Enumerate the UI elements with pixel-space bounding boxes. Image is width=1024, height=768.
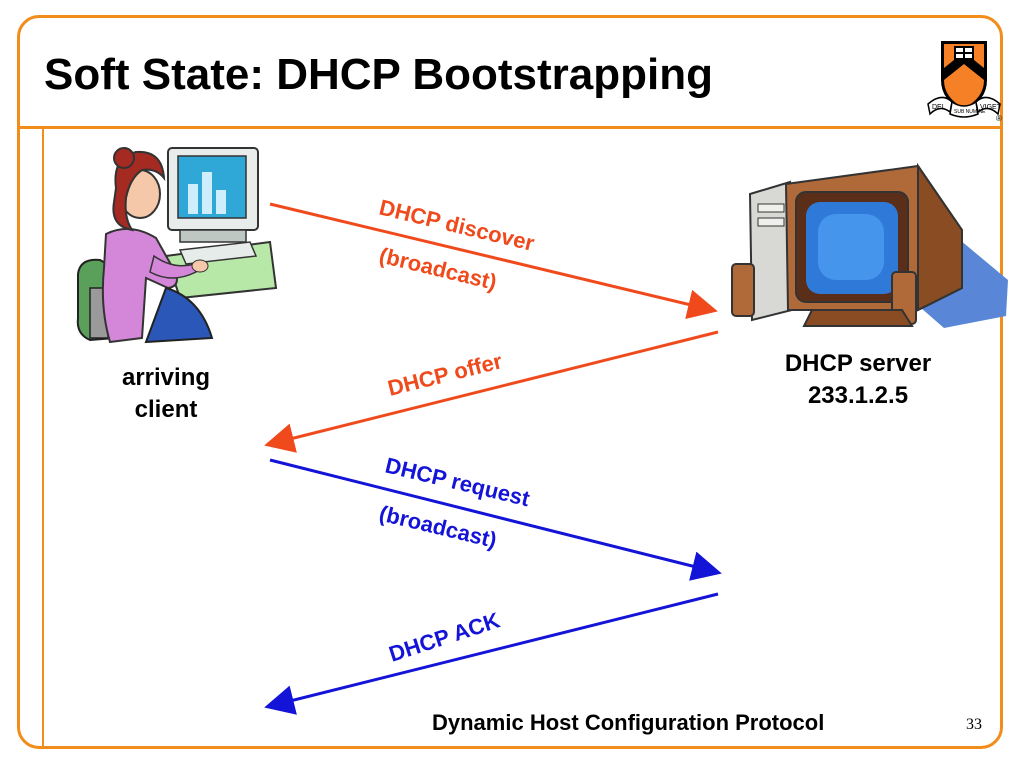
- ack-arrow: [264, 592, 719, 715]
- server-label-line1: DHCP server: [784, 350, 932, 377]
- slide-footer: Dynamic Host Configuration Protocol: [432, 710, 825, 735]
- offer-arrow: [264, 330, 719, 453]
- client-label: arriving client: [104, 362, 228, 426]
- logo-motto-right: VIGET: [980, 104, 1002, 111]
- desktop-computer-icon: [731, 162, 1008, 328]
- discover-arrow: [269, 202, 718, 319]
- request-arrow: [269, 458, 722, 581]
- offer-label: DHCP offer: [385, 348, 505, 401]
- logo-motto-center: SUB NUMINE: [954, 109, 986, 115]
- slide-frame: [17, 15, 1003, 749]
- server-label-line2: 233.1.2.5: [807, 382, 909, 409]
- woman-at-computer-icon: [76, 147, 278, 344]
- server-label: DHCP server 233.1.2.5: [756, 348, 960, 412]
- discover-sublabel: (broadcast): [377, 243, 499, 295]
- registered-mark: ®: [996, 114, 1002, 122]
- logo-motto-left: DEI: [932, 104, 944, 111]
- ack-label: DHCP ACK: [386, 607, 503, 666]
- client-label-line2: client: [134, 396, 198, 423]
- princeton-shield-icon: DEI SUB NUMINE VIGET ®: [927, 41, 1002, 122]
- request-label: DHCP request: [383, 453, 533, 512]
- request-sublabel: (broadcast): [377, 501, 499, 553]
- side-divider: [42, 128, 44, 749]
- page-number: 33: [966, 716, 982, 733]
- title-divider: [17, 126, 1003, 129]
- slide-title: Soft State: DHCP Bootstrapping: [44, 50, 713, 99]
- client-label-line1: arriving: [121, 364, 211, 391]
